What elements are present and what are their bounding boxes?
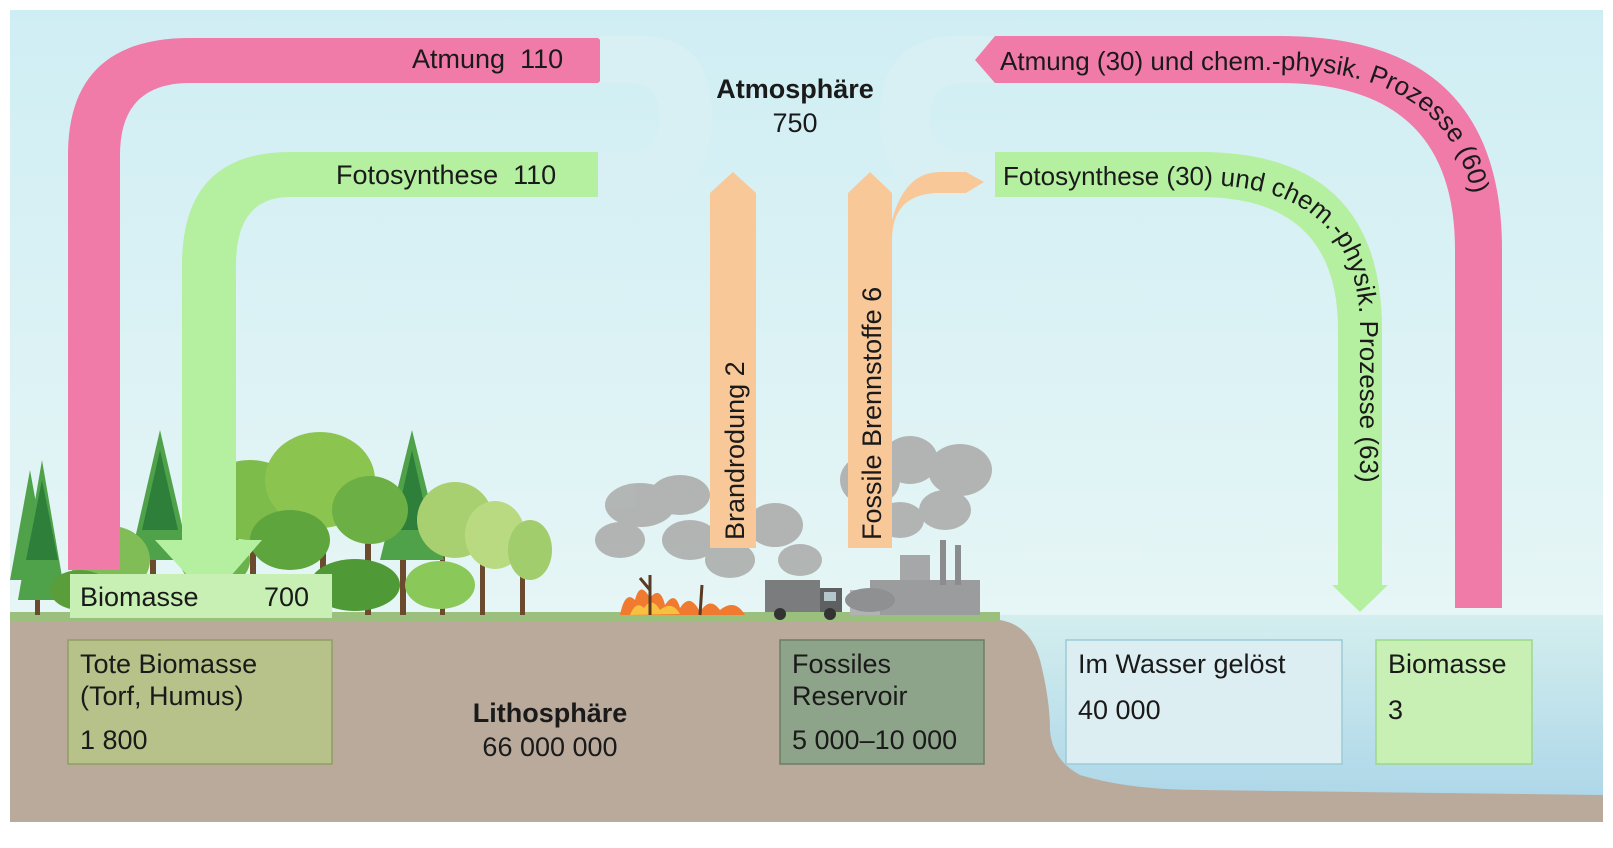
dissolved-box bbox=[1065, 639, 1343, 765]
dead-biomass-line2: (Torf, Humus) bbox=[80, 681, 244, 711]
fossil-value: 5 000–10 000 bbox=[792, 725, 958, 755]
truck-icon bbox=[765, 580, 842, 620]
fossil-line2: Reservoir bbox=[792, 681, 908, 711]
land-photosynthesis-label: Fotosynthese 110 bbox=[336, 160, 557, 190]
dead-biomass-box bbox=[67, 639, 333, 765]
fossil-reservoir-box bbox=[779, 639, 985, 765]
atmosphere-value: 750 bbox=[772, 108, 818, 138]
dissolved-label: Im Wasser gelöst bbox=[1078, 649, 1286, 679]
dissolved-text: Im Wasser gelöst 40 000 bbox=[1066, 640, 1342, 764]
ocean-biomass-box bbox=[1375, 639, 1533, 765]
dead-biomass-text: Tote Biomasse (Torf, Humus) 1 800 bbox=[68, 640, 332, 764]
fossil-line1: Fossiles bbox=[792, 649, 892, 679]
dead-biomass-line1: Tote Biomasse bbox=[80, 649, 258, 679]
grass-strip bbox=[10, 612, 1000, 622]
land-biomass-label: Biomasse bbox=[80, 582, 199, 612]
ocean-photosynthesis-arrow bbox=[995, 152, 1388, 612]
atmosphere-connector-left bbox=[600, 36, 712, 199]
atmosphere-title: Atmosphäre bbox=[716, 74, 874, 104]
fossil-fuels-label: Fossile Brennstoffe 6 bbox=[857, 286, 887, 540]
factory-icon bbox=[845, 540, 980, 615]
ocean-respiration-arrow bbox=[975, 36, 1502, 608]
slash-burn-arrow bbox=[710, 172, 756, 548]
dissolved-value: 40 000 bbox=[1078, 695, 1161, 725]
ocean-biomass-label: Biomasse bbox=[1388, 649, 1507, 679]
slash-burn-label: Brandrodung 2 bbox=[720, 361, 750, 540]
land-photosynthesis-arrow bbox=[155, 152, 598, 600]
ocean-biomass-text: Biomasse 3 bbox=[1376, 640, 1532, 764]
dead-biomass-value: 1 800 bbox=[80, 725, 148, 755]
land-respiration-label: Atmung 110 bbox=[412, 44, 564, 74]
ocean-biomass-value: 3 bbox=[1388, 695, 1404, 725]
lithosphere-title: Lithosphäre bbox=[472, 698, 628, 728]
fossil-reservoir-text: Fossiles Reservoir 5 000–10 000 bbox=[780, 640, 984, 764]
land-respiration-arrow bbox=[68, 38, 622, 570]
atmosphere-connector-right bbox=[880, 36, 995, 199]
land-biomass-box bbox=[70, 574, 332, 618]
fossil-fuels-arrow bbox=[848, 172, 984, 548]
land-biomass-value: 700 bbox=[264, 582, 310, 612]
fire-icon bbox=[620, 575, 745, 616]
lithosphere-value: 66 000 000 bbox=[482, 732, 618, 762]
